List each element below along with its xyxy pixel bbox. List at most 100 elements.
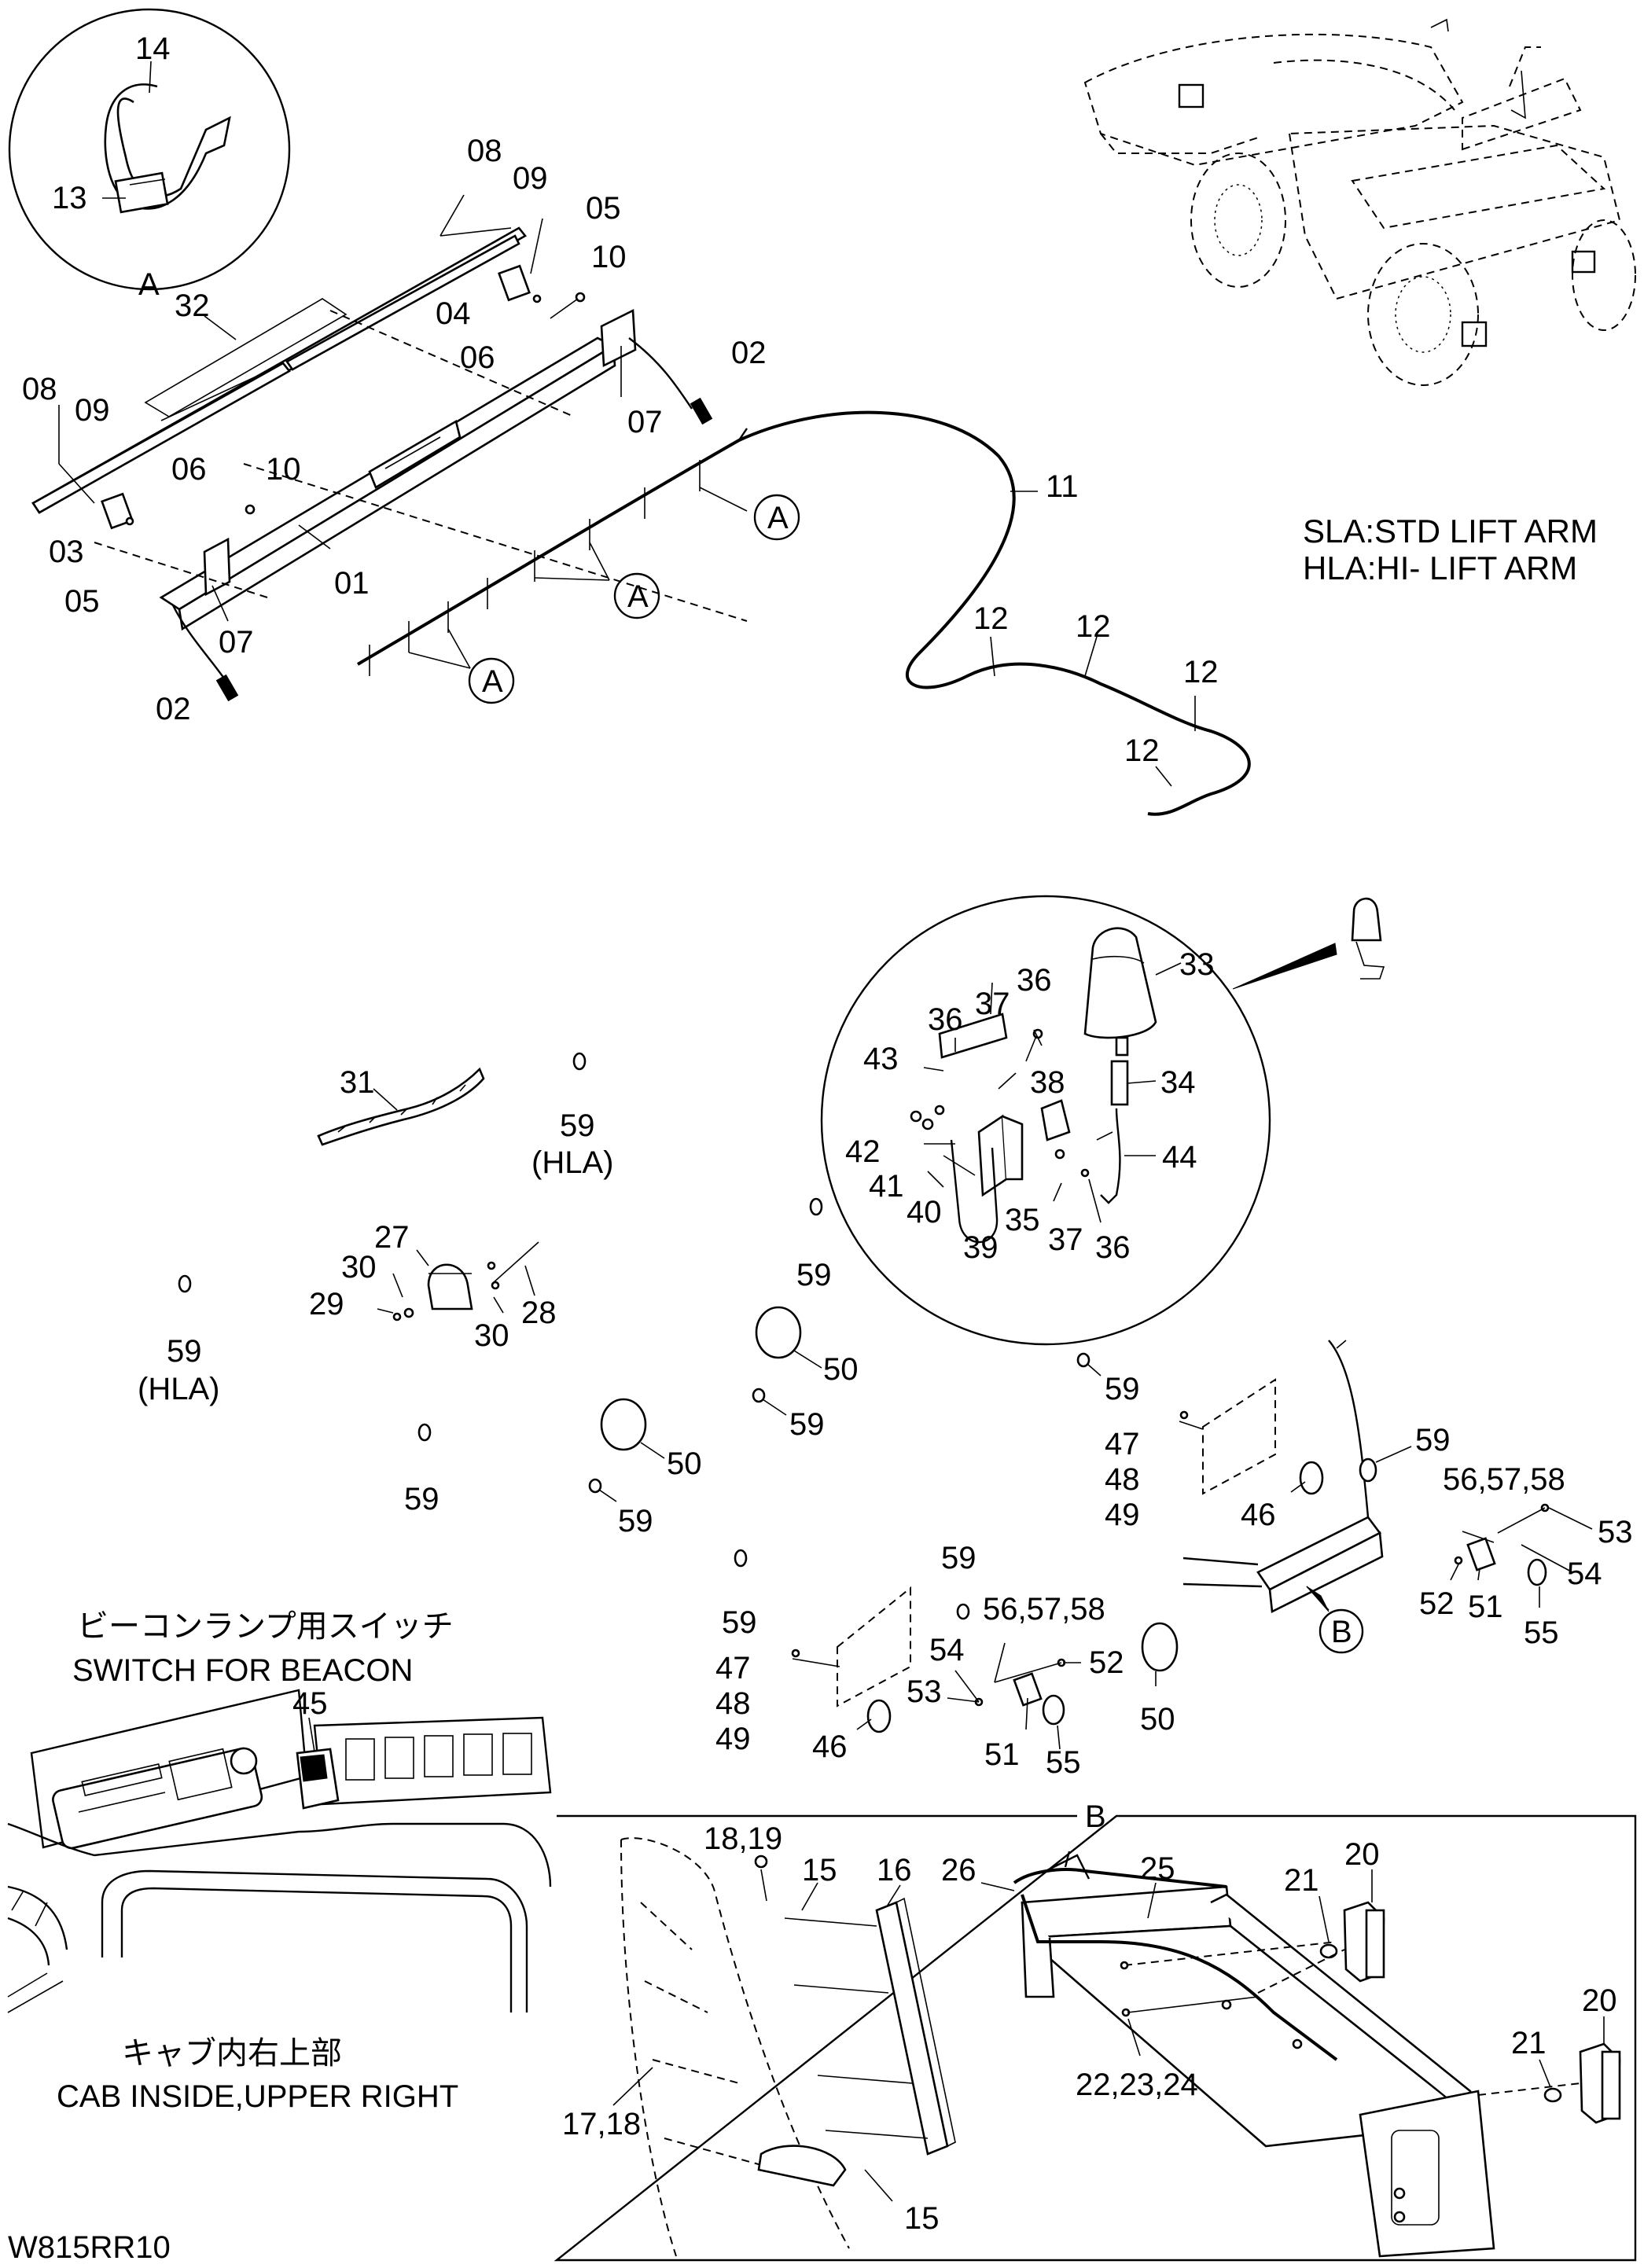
label-47-r: 47 <box>1105 1427 1140 1461</box>
label-09-top: 09 <box>513 161 548 196</box>
right-middle-parts: 59 47 48 49 46 59 B 56,57,5 <box>1076 1340 1633 1654</box>
label-59-e: 59 <box>789 1407 825 1442</box>
label-34: 34 <box>1160 1065 1196 1100</box>
callout-a-1: A <box>753 494 800 541</box>
detail-a-title: A <box>138 267 160 302</box>
label-52-r: 52 <box>1419 1586 1455 1621</box>
label-12-a: 12 <box>973 601 1009 636</box>
label-59-d: 59 <box>796 1258 832 1292</box>
label-42: 42 <box>845 1134 881 1169</box>
label-02-left: 02 <box>156 692 191 726</box>
label-05-left: 05 <box>64 584 100 619</box>
label-39: 39 <box>963 1230 999 1265</box>
label-36-mid: 36 <box>928 1002 963 1037</box>
label-29: 29 <box>309 1287 344 1321</box>
label-08-left: 08 <box>22 372 57 406</box>
label-26: 26 <box>941 1853 976 1888</box>
label-21-top: 21 <box>1284 1863 1319 1898</box>
label-54-r: 54 <box>1567 1557 1602 1591</box>
detail-a-view: 14 13 A <box>8 8 291 302</box>
callout-a-3: A <box>468 657 515 704</box>
caption-beacon-switch-en: SWITCH FOR BEACON <box>72 1653 413 1688</box>
label-59-hla-b: 59 <box>167 1334 202 1369</box>
label-17-18: 17,18 <box>562 2107 641 2141</box>
detail-b-view: B 18,19 15 16 17,18 15 <box>554 1799 1637 2262</box>
tag-hla-b: (HLA) <box>138 1372 219 1406</box>
label-44: 44 <box>1162 1140 1197 1174</box>
label-02-top: 02 <box>731 336 767 370</box>
light-bar-assembly <box>31 194 748 702</box>
label-55-r: 55 <box>1524 1616 1559 1650</box>
label-43: 43 <box>863 1042 899 1076</box>
label-49-c: 49 <box>715 1722 751 1756</box>
label-10-top: 10 <box>591 240 627 274</box>
label-11: 11 <box>1046 469 1079 504</box>
callout-b-text: B <box>1331 1615 1352 1649</box>
label-36-top: 36 <box>1017 963 1052 998</box>
label-06-top: 06 <box>460 340 495 375</box>
label-37-top: 37 <box>975 987 1010 1021</box>
label-55-c: 55 <box>1046 1745 1081 1780</box>
label-59-f: 59 <box>618 1504 653 1538</box>
beacon-switch-section: ビーコンランプ用スイッチ SWITCH FOR BEACON 45 キャブ内右上… <box>7 1609 552 2114</box>
label-35: 35 <box>1005 1203 1040 1237</box>
label-25: 25 <box>1140 1851 1175 1886</box>
label-12-d: 12 <box>1124 733 1160 768</box>
detail-b-title: B <box>1085 1799 1106 1834</box>
label-50-a: 50 <box>823 1352 859 1387</box>
label-22-23-24: 22,23,24 <box>1076 2068 1198 2102</box>
label-56-57-58-c: 56,57,58 <box>983 1592 1105 1627</box>
label-15-top: 15 <box>802 1853 837 1888</box>
loader-machine-illustration <box>1083 18 1636 386</box>
label-59-h: 59 <box>1415 1423 1451 1457</box>
label-12-b: 12 <box>1076 609 1111 644</box>
label-09-left: 09 <box>75 393 110 428</box>
label-59-c: 59 <box>404 1482 440 1516</box>
label-53-c: 53 <box>907 1674 942 1709</box>
label-46-r: 46 <box>1241 1498 1276 1532</box>
label-03: 03 <box>49 535 84 569</box>
label-51-r: 51 <box>1468 1590 1503 1624</box>
callout-a-2: A <box>613 572 660 619</box>
label-59-i: 59 <box>722 1605 757 1640</box>
label-37-bottom: 37 <box>1048 1222 1083 1257</box>
beacon-detail-view: 33 34 44 36 37 36 43 38 42 41 40 39 35 3… <box>820 895 1385 1346</box>
label-01: 01 <box>334 566 370 601</box>
label-04: 04 <box>436 296 471 331</box>
label-41: 41 <box>869 1169 904 1204</box>
label-36-bottom: 36 <box>1095 1230 1131 1265</box>
label-47-c: 47 <box>715 1651 751 1685</box>
label-32: 32 <box>175 289 210 323</box>
label-28: 28 <box>521 1296 557 1330</box>
label-20-top: 20 <box>1344 1837 1380 1872</box>
callout-a-3-text: A <box>482 664 503 699</box>
label-20-bottom: 20 <box>1582 1983 1617 2018</box>
label-59-hla-a: 59 <box>560 1108 595 1143</box>
middle-parts: 31 59 (HLA) 27 30 29 28 30 59 (HLA) 59 5… <box>138 1052 859 1538</box>
label-52-c: 52 <box>1089 1645 1124 1680</box>
label-45: 45 <box>292 1686 328 1721</box>
label-14: 14 <box>135 31 171 66</box>
drawing-code: W815RR10 <box>8 2230 171 2265</box>
label-15-bottom: 15 <box>904 2201 940 2236</box>
label-49-r: 49 <box>1105 1498 1140 1532</box>
label-31: 31 <box>340 1065 375 1100</box>
label-12-c: 12 <box>1183 655 1219 689</box>
label-07-left: 07 <box>219 625 254 660</box>
label-59-g: 59 <box>1105 1372 1140 1406</box>
label-56-57-58-r: 56,57,58 <box>1443 1462 1565 1497</box>
center-plate-parts: 59 59 47 48 49 46 56,57,58 52 54 53 51 5… <box>715 1541 1179 1780</box>
label-18-19: 18,19 <box>704 1821 782 1856</box>
label-27: 27 <box>374 1220 410 1255</box>
label-40: 40 <box>907 1195 942 1230</box>
label-59-j: 59 <box>941 1541 976 1575</box>
label-50-b: 50 <box>667 1446 702 1481</box>
tag-hla-a: (HLA) <box>531 1145 613 1180</box>
label-48-r: 48 <box>1105 1462 1140 1497</box>
callout-a-2-text: A <box>627 579 649 614</box>
legend-sla: SLA:STD LIFT ARM <box>1303 513 1598 550</box>
callout-a-1-text: A <box>767 501 789 535</box>
label-13: 13 <box>52 181 87 215</box>
label-50-c: 50 <box>1140 1702 1175 1737</box>
